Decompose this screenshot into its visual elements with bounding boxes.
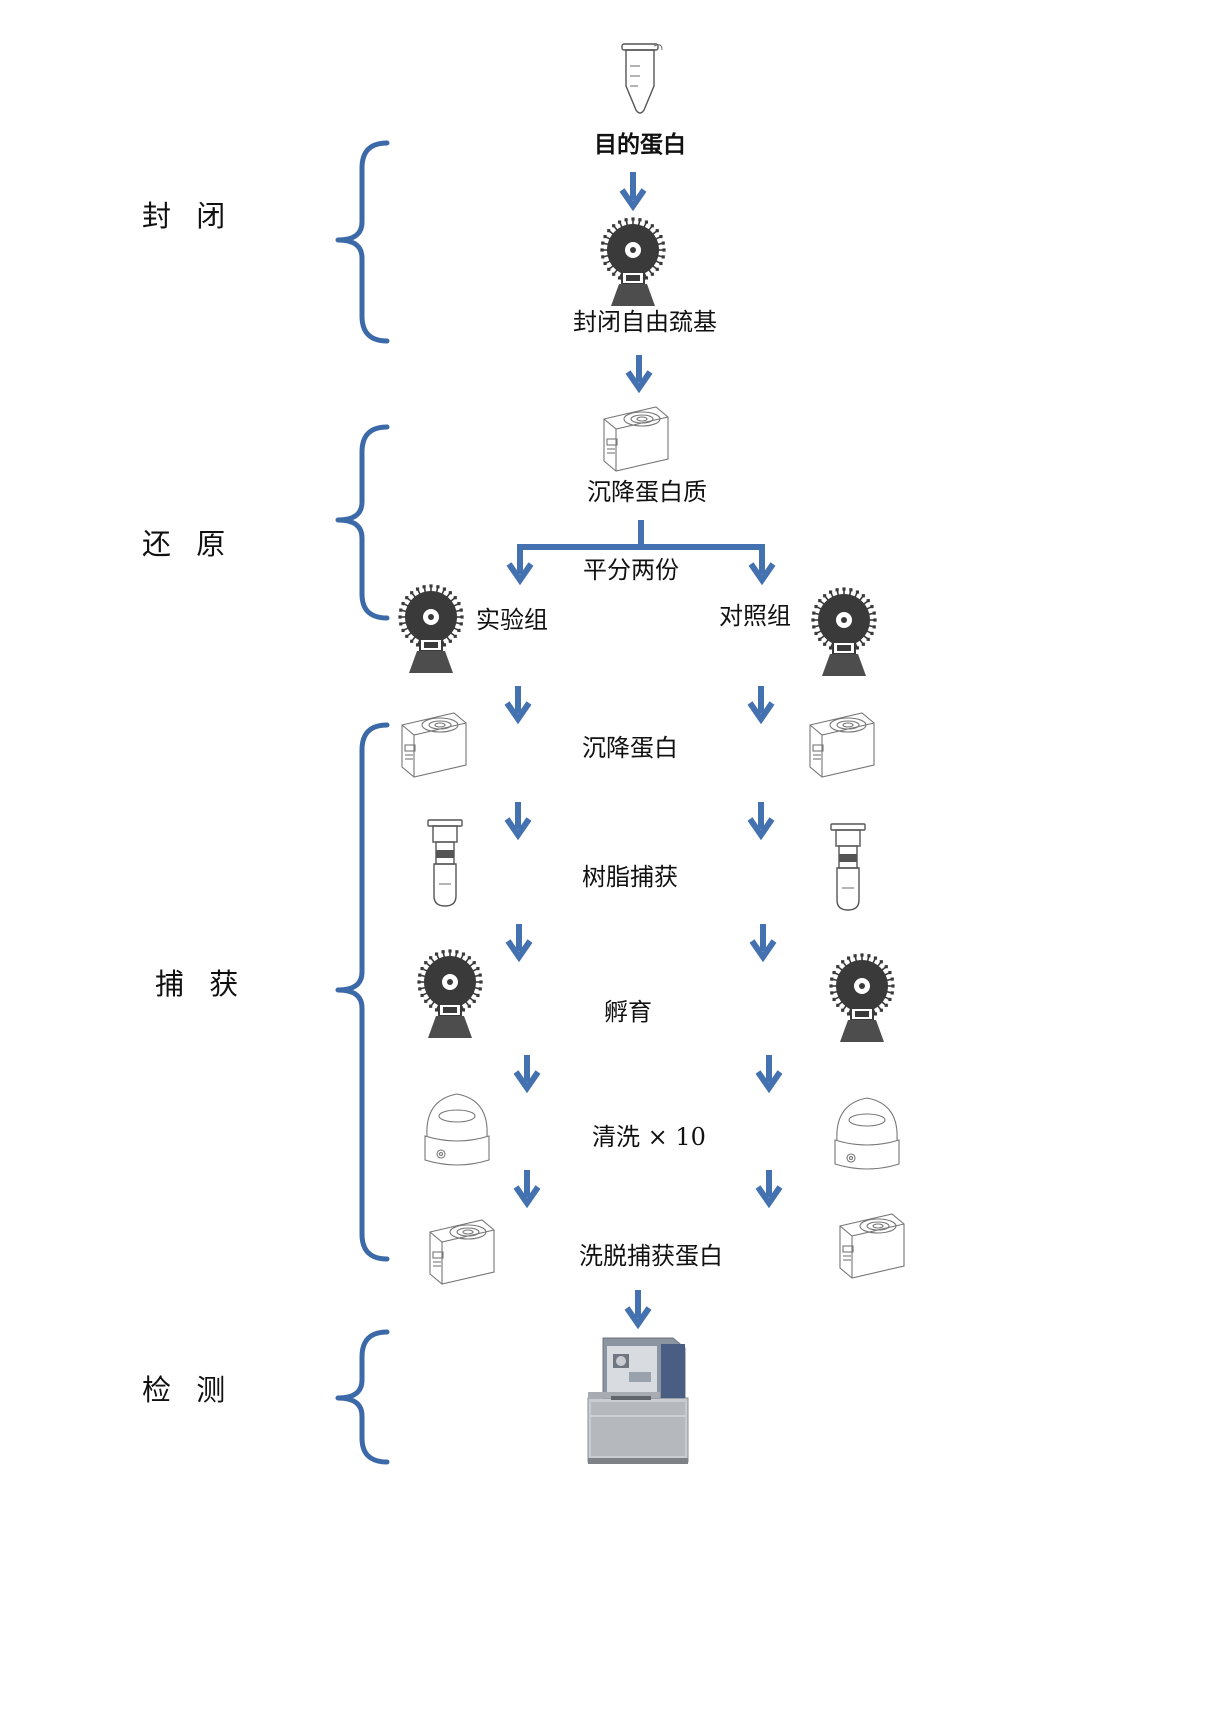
section-label-reduce: 还 原	[142, 527, 233, 561]
benchtop-centrifuge-icon	[809, 712, 875, 778]
arrow-down-icon	[624, 1290, 652, 1330]
rotator-mixer-icon	[416, 948, 484, 1039]
arrow-down-icon	[504, 802, 532, 841]
arrow-down-icon	[749, 924, 777, 963]
rotator-mixer-icon	[397, 583, 465, 674]
step-incubate: 孵育	[604, 998, 652, 1026]
step-split-equal: 平分两份	[583, 556, 679, 584]
section-label-block: 封 闭	[142, 199, 233, 233]
resin-spin-column-icon	[427, 819, 463, 907]
arrow-down-icon	[513, 1055, 541, 1094]
arrow-down-icon	[504, 686, 532, 725]
brace-block	[335, 140, 390, 344]
rotator-mixer-icon	[599, 216, 667, 307]
mini-centrifuge-icon	[424, 1093, 490, 1166]
step-elute: 洗脱捕获蛋白	[579, 1242, 723, 1270]
section-label-detect: 检 测	[142, 1373, 233, 1407]
split-arrow-icon	[506, 520, 776, 586]
benchtop-centrifuge-icon	[429, 1219, 495, 1285]
brace-detect	[335, 1329, 390, 1465]
mass-spectrometer-icon	[587, 1337, 689, 1465]
rotator-mixer-icon	[828, 952, 896, 1043]
arrow-down-icon	[747, 802, 775, 841]
step-wash: 清洗 × 10	[592, 1123, 706, 1151]
brace-reduce	[335, 424, 390, 621]
step-precipitate-protein: 沉降蛋白	[582, 734, 678, 762]
step-target-protein: 目的蛋白	[594, 131, 686, 158]
label-experimental-group: 实验组	[476, 606, 548, 634]
microcentrifuge-tube-icon	[621, 43, 663, 114]
arrow-down-icon	[747, 686, 775, 725]
rotator-mixer-icon	[810, 586, 878, 677]
benchtop-centrifuge-icon	[603, 406, 669, 472]
section-label-capture: 捕 获	[155, 967, 246, 1001]
brace-capture	[335, 722, 390, 1262]
arrow-down-icon	[513, 1170, 541, 1209]
step-precipitate-protein-quality: 沉降蛋白质	[587, 478, 707, 506]
resin-spin-column-icon	[830, 823, 866, 911]
benchtop-centrifuge-icon	[839, 1213, 905, 1279]
benchtop-centrifuge-icon	[401, 712, 467, 778]
step-block-thiols: 封闭自由巯基	[573, 308, 717, 336]
arrow-down-icon	[625, 355, 653, 394]
arrow-down-icon	[755, 1055, 783, 1094]
mini-centrifuge-icon	[834, 1097, 900, 1170]
step-resin-capture: 树脂捕获	[582, 863, 678, 891]
arrow-down-icon	[619, 172, 647, 212]
arrow-down-icon	[505, 924, 533, 963]
label-control-group: 对照组	[719, 602, 791, 630]
arrow-down-icon	[755, 1170, 783, 1209]
